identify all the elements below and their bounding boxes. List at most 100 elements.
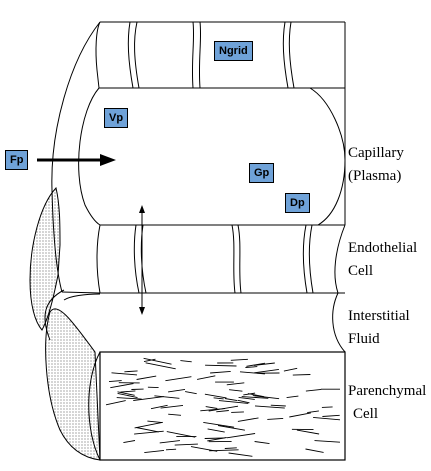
fiber-stroke [190, 446, 218, 452]
fiber-stroke [254, 368, 279, 374]
fiber-stroke [108, 380, 122, 383]
fiber-stroke [185, 391, 197, 395]
endothelial-label-line1: Endothelial [348, 240, 418, 256]
fiber-stroke [253, 362, 275, 366]
top-endothelial-wall [95, 21, 345, 89]
fiber-stroke [165, 376, 192, 382]
fiber-stroke [105, 400, 126, 406]
fiber-stroke [116, 397, 142, 400]
fiber-stroke [305, 388, 322, 392]
dp-tag: Dp [285, 193, 310, 213]
parenchymal-label-line2: Cell [353, 406, 378, 422]
fiber-stroke [134, 421, 163, 429]
fiber-stroke [136, 375, 157, 380]
fiber-stroke [168, 413, 182, 416]
endothelial-label: Endothelial Cell [348, 237, 417, 283]
flow-arrow [37, 154, 116, 166]
fiber-stroke [143, 358, 156, 363]
lumen-left-arc [78, 87, 101, 226]
stippled-tissue-lower [45, 308, 101, 461]
fiber-stroke [289, 412, 311, 418]
fiber-stroke [321, 406, 333, 408]
fiber-stroke [160, 404, 184, 409]
fiber-stroke [231, 411, 244, 413]
fiber-stroke [123, 440, 136, 444]
capillary-label-line1: Capillary [348, 145, 404, 161]
fiber-stroke [134, 430, 164, 435]
fiber-stroke [154, 395, 180, 399]
parenchymal-label: Parenchymal Cell [348, 380, 426, 426]
fiber-stroke [224, 398, 238, 402]
fiber-stroke [117, 392, 138, 399]
fiber-stroke [286, 395, 299, 399]
fiber-stroke [165, 448, 177, 451]
fiber-stroke [180, 360, 192, 363]
fiber-stroke [245, 366, 258, 368]
fiber-stroke [133, 396, 164, 402]
fiber-stroke [292, 374, 311, 376]
parenchymal-cell-block [88, 351, 346, 461]
interstitial-outer-arc [44, 289, 65, 341]
fiber-stroke [296, 429, 320, 435]
fiber-stroke [246, 362, 266, 367]
fiber-stroke [145, 362, 176, 370]
interstitial-right-boundary [332, 292, 346, 353]
fiber-stroke [168, 388, 186, 393]
fiber-stroke [143, 357, 172, 365]
fiber-stroke [313, 416, 341, 421]
fiber-stroke [197, 375, 216, 380]
fiber-stroke [228, 452, 253, 457]
bottom-endothelial-wall [96, 224, 346, 294]
fiber-stroke [117, 391, 135, 396]
capillary-outer-arc [51, 21, 101, 293]
fiber-stroke [270, 404, 286, 407]
capillary-label: Capillary (Plasma) [348, 142, 404, 188]
fiber-stroke [252, 395, 280, 400]
fiber-stroke [267, 417, 284, 420]
fiber-stroke [159, 440, 180, 444]
fiber-stroke [204, 393, 227, 399]
fiber-stroke [150, 404, 168, 410]
fiber-stroke [229, 389, 243, 392]
connector-curve [61, 291, 101, 294]
fiber-stroke [230, 358, 248, 361]
fiber-stroke [217, 425, 245, 431]
fp-tag: Fp [5, 150, 29, 170]
stippled-tissue-upper [29, 186, 61, 331]
fiber-stroke [208, 405, 239, 412]
fiber-stroke [307, 410, 319, 414]
fiber-stroke [203, 421, 235, 428]
fiber-stroke [237, 417, 259, 422]
fiber-stroke [144, 449, 165, 454]
capillary-label-line2: (Plasma) [348, 168, 402, 184]
fiber-stroke [247, 393, 265, 398]
fiber-stroke [237, 399, 250, 404]
fiber-stroke [210, 370, 231, 374]
interstitial-label: Interstitial Fluid [348, 305, 410, 351]
endothelial-label-line2: Cell [348, 263, 373, 279]
vp-tag: Vp [104, 108, 129, 128]
fiber-stroke [216, 410, 229, 413]
fiber-stroke [147, 420, 163, 424]
fiber-stroke [283, 367, 298, 372]
lumen-right-arc [309, 87, 346, 226]
fiber-stroke [124, 370, 138, 373]
fiber-stroke [224, 447, 237, 449]
fiber-stroke [226, 433, 256, 439]
fiber-stroke [207, 428, 225, 433]
fiber-stroke [205, 364, 237, 367]
lower-cap [63, 293, 101, 301]
interstitial-label-line2: Fluid [348, 331, 380, 347]
fiber-stroke [226, 382, 245, 386]
fiber-stroke [207, 437, 227, 442]
fiber-stroke [120, 390, 136, 393]
fiber-stroke [254, 405, 285, 409]
fiber-stroke [314, 440, 341, 443]
fiber-stroke [174, 443, 198, 446]
fiber-stroke [111, 372, 138, 376]
parenchymal-fibers [105, 357, 341, 457]
gp-tag: Gp [249, 163, 275, 183]
fiber-stroke [241, 396, 269, 399]
fiber-stroke [213, 397, 224, 400]
